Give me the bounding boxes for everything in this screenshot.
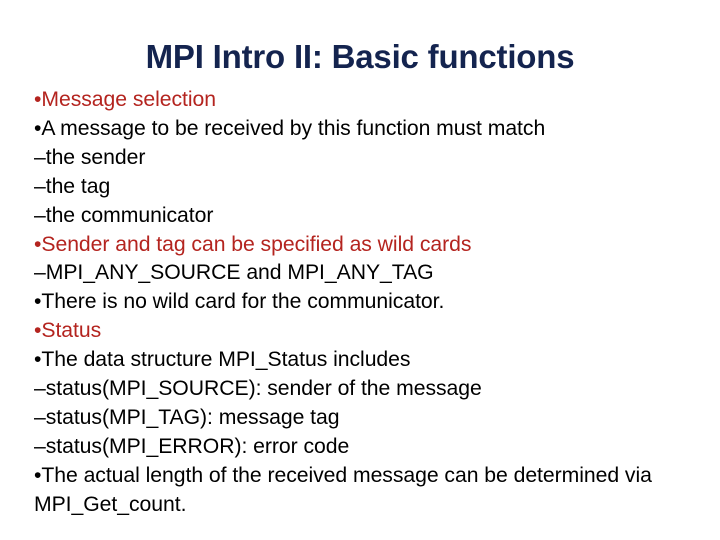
bullet-line: •A message to be received by this functi… (34, 115, 706, 144)
bullet-line: •Sender and tag can be specified as wild… (34, 231, 706, 260)
bullet-line: –the sender (34, 144, 706, 173)
bullet-line-text: the sender (45, 145, 146, 169)
dash-marker-icon: – (34, 203, 46, 227)
dash-marker-icon: – (34, 405, 46, 429)
dash-marker-icon: – (34, 145, 46, 169)
bullet-line: –status(MPI_ERROR): error code (34, 433, 706, 462)
bullet-line-text: the communicator (45, 203, 214, 227)
bullet-line-text: status(MPI_SOURCE): sender of the messag… (45, 377, 482, 401)
bullet-line: •The data structure MPI_Status includes (34, 346, 706, 375)
bullet-line-text: Status (41, 319, 102, 343)
bullet-line: •The actual length of the received messa… (34, 462, 706, 520)
bullet-line: –status(MPI_SOURCE): sender of the messa… (34, 375, 706, 404)
slide-title: MPI Intro II: Basic functions (145, 38, 575, 75)
bullet-line: –the tag (34, 173, 706, 202)
bullet-line: •There is no wild card for the communica… (34, 288, 706, 317)
dash-marker-icon: – (34, 174, 46, 198)
bullet-line-text: The actual length of the received messag… (34, 463, 652, 516)
bullet-line-text: A message to be received by this functio… (41, 116, 546, 140)
bullet-line-text: status(MPI_TAG): message tag (45, 405, 340, 429)
bullet-line: –MPI_ANY_SOURCE and MPI_ANY_TAG (34, 259, 706, 288)
bullet-line: •Message selection (34, 86, 706, 115)
bullet-line-text: the tag (45, 174, 111, 198)
bullet-marker-icon: • (34, 319, 42, 343)
bullet-marker-icon: • (34, 290, 42, 314)
bullet-line-text: Sender and tag can be specified as wild … (41, 232, 472, 256)
bullet-line-text: MPI_ANY_SOURCE and MPI_ANY_TAG (45, 261, 434, 285)
bullet-line: •Status (34, 317, 706, 346)
dash-marker-icon: – (34, 377, 46, 401)
dash-marker-icon: – (34, 261, 46, 285)
slide-body-content: •Message selection•A message to be recei… (34, 86, 706, 520)
bullet-marker-icon: • (34, 232, 42, 256)
bullet-line: –status(MPI_TAG): message tag (34, 404, 706, 433)
bullet-line-text: The data structure MPI_Status includes (41, 348, 411, 372)
bullet-marker-icon: • (34, 88, 42, 111)
bullet-marker-icon: • (34, 116, 42, 140)
bullet-line-text: There is no wild card for the communicat… (41, 290, 445, 314)
bullet-line-text: Message selection (41, 88, 217, 111)
bullet-marker-icon: • (34, 463, 42, 487)
dash-marker-icon: – (34, 434, 46, 458)
bullet-line: –the communicator (34, 202, 706, 231)
bullet-line-text: status(MPI_ERROR): error code (45, 434, 350, 458)
bullet-marker-icon: • (34, 348, 42, 372)
